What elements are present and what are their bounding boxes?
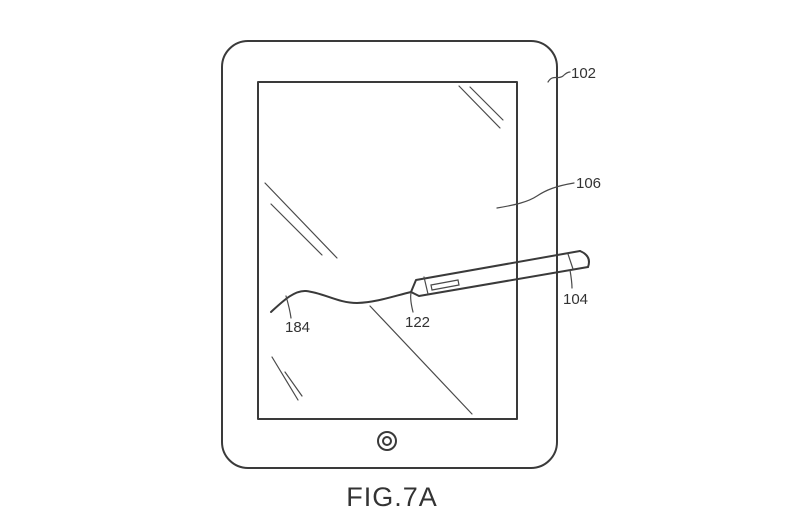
tablet-body — [221, 40, 558, 469]
figure-caption: FIG.7A — [346, 482, 438, 512]
screen-glare-lines — [264, 85, 504, 415]
leader-lines — [285, 71, 575, 319]
label-102: 102 — [571, 65, 596, 82]
drawn-stroke — [270, 289, 412, 313]
display-screen — [257, 81, 518, 420]
label-106: 106 — [576, 175, 601, 192]
label-122: 122 — [405, 314, 430, 331]
stylus — [410, 250, 590, 297]
label-104: 104 — [563, 291, 588, 308]
label-184: 184 — [285, 319, 310, 336]
home-button — [377, 431, 397, 451]
